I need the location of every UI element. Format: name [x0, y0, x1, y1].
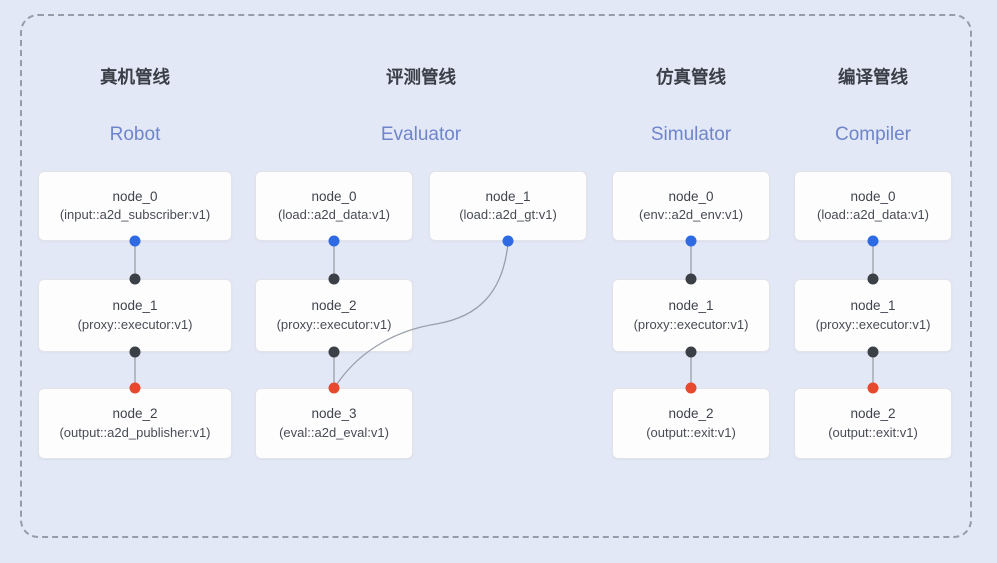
node-name: node_0: [112, 188, 158, 204]
node-spec: (output::exit:v1): [646, 424, 736, 440]
node-spec: (load::a2d_gt:v1): [459, 207, 557, 223]
port-dot-blue-simulator-n0[interactable]: [685, 235, 697, 247]
node-spec: (output::a2d_publisher:v1): [59, 424, 211, 440]
port-dot-black-evaluator-n2-out[interactable]: [328, 346, 340, 358]
node-card-compiler-node0[interactable]: node_0 (load::a2d_data:v1): [794, 171, 952, 241]
port-dot-black-robot-n1-out[interactable]: [129, 346, 141, 358]
node-spec: (eval::a2d_eval:v1): [279, 424, 389, 440]
pipeline-title-cn-compiler: 编译管线: [838, 67, 908, 87]
node-spec: (proxy::executor:v1): [815, 316, 931, 332]
node-name: node_2: [850, 406, 896, 422]
port-dot-blue-evaluator-n1[interactable]: [502, 235, 514, 247]
node-name: node_1: [668, 298, 714, 314]
node-name: node_0: [850, 188, 896, 204]
node-card-simulator-node2[interactable]: node_2 (output::exit:v1): [612, 388, 770, 459]
node-card-robot-node1[interactable]: node_1 (proxy::executor:v1): [38, 279, 232, 352]
port-dot-red-simulator-n2[interactable]: [685, 382, 697, 394]
port-dot-black-compiler-n1-out[interactable]: [867, 346, 879, 358]
pipeline-title-en-simulator: Simulator: [650, 124, 732, 145]
node-spec: (proxy::executor:v1): [77, 316, 193, 332]
node-spec: (env::a2d_env:v1): [638, 207, 744, 223]
pipeline-title-en-evaluator: Evaluator: [380, 124, 462, 145]
node-spec: (load::a2d_data:v1): [816, 207, 930, 223]
pipeline-title-cn-evaluator: 评测管线: [386, 67, 456, 87]
node-name: node_2: [311, 298, 357, 314]
node-name: node_1: [485, 188, 531, 204]
pipeline-title-cn-robot: 真机管线: [100, 67, 170, 87]
node-spec: (output::exit:v1): [828, 424, 918, 440]
pipeline-title-cn-simulator: 仿真管线: [656, 67, 726, 87]
port-dot-black-evaluator-n2-in[interactable]: [328, 273, 340, 285]
port-dot-red-evaluator-n3[interactable]: [328, 382, 340, 394]
node-card-simulator-node0[interactable]: node_0 (env::a2d_env:v1): [612, 171, 770, 241]
port-dot-blue-compiler-n0[interactable]: [867, 235, 879, 247]
node-card-compiler-node2[interactable]: node_2 (output::exit:v1): [794, 388, 952, 459]
port-dot-black-simulator-n1-out[interactable]: [685, 346, 697, 358]
node-spec: (load::a2d_data:v1): [277, 207, 391, 223]
node-card-robot-node2[interactable]: node_2 (output::a2d_publisher:v1): [38, 388, 232, 459]
port-dot-black-simulator-n1-in[interactable]: [685, 273, 697, 285]
pipeline-title-en-robot: Robot: [109, 124, 161, 145]
node-name: node_1: [850, 298, 896, 314]
node-name: node_0: [668, 188, 714, 204]
node-name: node_2: [112, 406, 158, 422]
node-card-evaluator-node3[interactable]: node_3 (eval::a2d_eval:v1): [255, 388, 413, 459]
node-name: node_3: [311, 406, 357, 422]
node-card-robot-node0[interactable]: node_0 (input::a2d_subscriber:v1): [38, 171, 232, 241]
port-dot-black-robot-n1-in[interactable]: [129, 273, 141, 285]
node-card-evaluator-node2[interactable]: node_2 (proxy::executor:v1): [255, 279, 413, 352]
node-spec: (proxy::executor:v1): [633, 316, 749, 332]
node-name: node_1: [112, 298, 158, 314]
port-dot-blue-robot-n0[interactable]: [129, 235, 141, 247]
node-card-compiler-node1[interactable]: node_1 (proxy::executor:v1): [794, 279, 952, 352]
node-card-evaluator-node0[interactable]: node_0 (load::a2d_data:v1): [255, 171, 413, 241]
node-name: node_2: [668, 406, 714, 422]
node-card-simulator-node1[interactable]: node_1 (proxy::executor:v1): [612, 279, 770, 352]
port-dot-black-compiler-n1-in[interactable]: [867, 273, 879, 285]
node-spec: (proxy::executor:v1): [276, 316, 392, 332]
port-dot-red-robot-n2[interactable]: [129, 382, 141, 394]
dashed-border-frame: [20, 14, 972, 538]
node-spec: (input::a2d_subscriber:v1): [59, 207, 211, 223]
node-card-evaluator-node1[interactable]: node_1 (load::a2d_gt:v1): [429, 171, 587, 241]
port-dot-red-compiler-n2[interactable]: [867, 382, 879, 394]
port-dot-blue-evaluator-n0[interactable]: [328, 235, 340, 247]
pipeline-title-en-compiler: Compiler: [834, 124, 912, 145]
node-name: node_0: [311, 188, 357, 204]
